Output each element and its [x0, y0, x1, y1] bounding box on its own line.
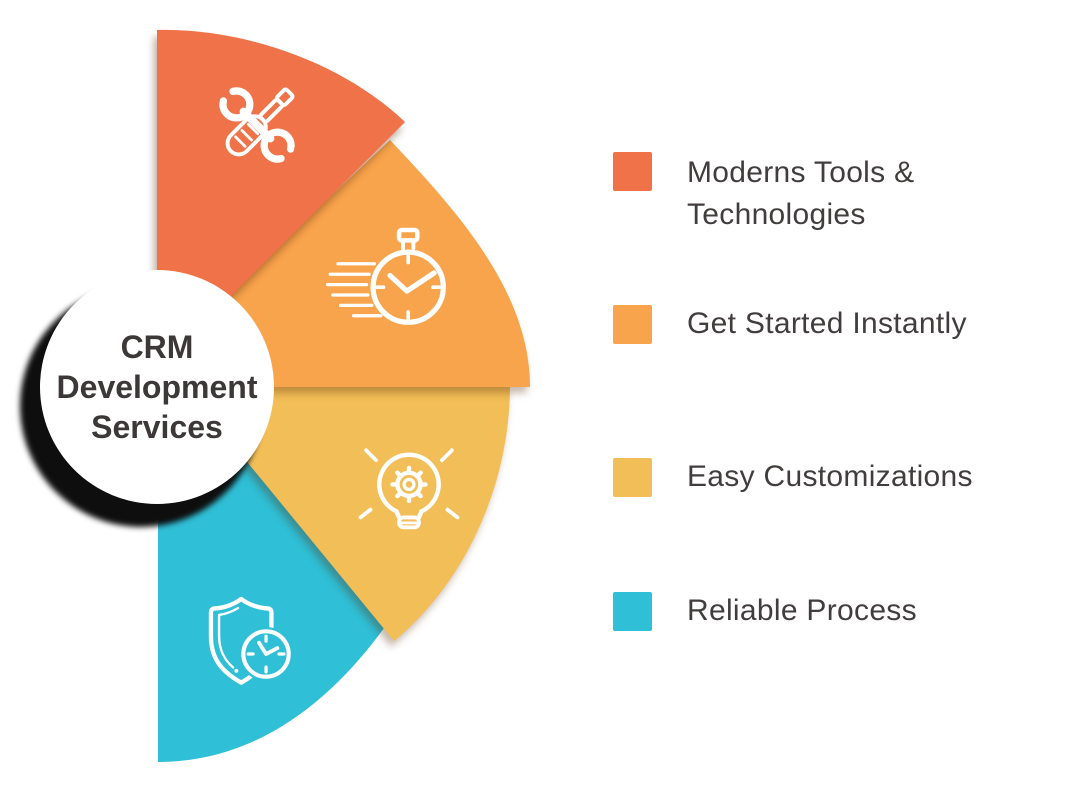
legend-label: Moderns Tools & Technologies	[687, 156, 915, 231]
stopwatch-icon	[325, 227, 446, 325]
legend-item-easy-customizations: Easy Customizations	[613, 456, 973, 498]
center-title-line2: Development	[56, 369, 258, 405]
segment-modern-tools	[157, 29, 405, 371]
bulb-gear-icon	[358, 448, 460, 530]
legend-swatch-orange	[613, 152, 652, 191]
legend-item-modern-tools: Moderns Tools & Technologies	[613, 152, 1017, 236]
center-circle	[40, 270, 274, 504]
center-title-line3: Services	[91, 409, 223, 445]
legend-item-reliable-process: Reliable Process	[613, 590, 917, 632]
legend-label: Easy Customizations	[687, 460, 973, 493]
legend-swatch-cyan	[613, 591, 652, 631]
center-title: CRM Development Services	[37, 323, 277, 451]
center-title-line1: CRM	[120, 329, 194, 365]
legend-label: Reliable Process	[687, 594, 917, 627]
shield-clock-icon	[208, 596, 294, 685]
legend-item-get-started: Get Started Instantly	[613, 303, 967, 345]
legend-label: Get Started Instantly	[687, 307, 967, 340]
legend-swatch-amber	[613, 304, 652, 344]
legend-swatch-yellow	[613, 457, 652, 497]
tools-icon	[219, 87, 295, 163]
segment-easy-customizations	[184, 385, 510, 641]
